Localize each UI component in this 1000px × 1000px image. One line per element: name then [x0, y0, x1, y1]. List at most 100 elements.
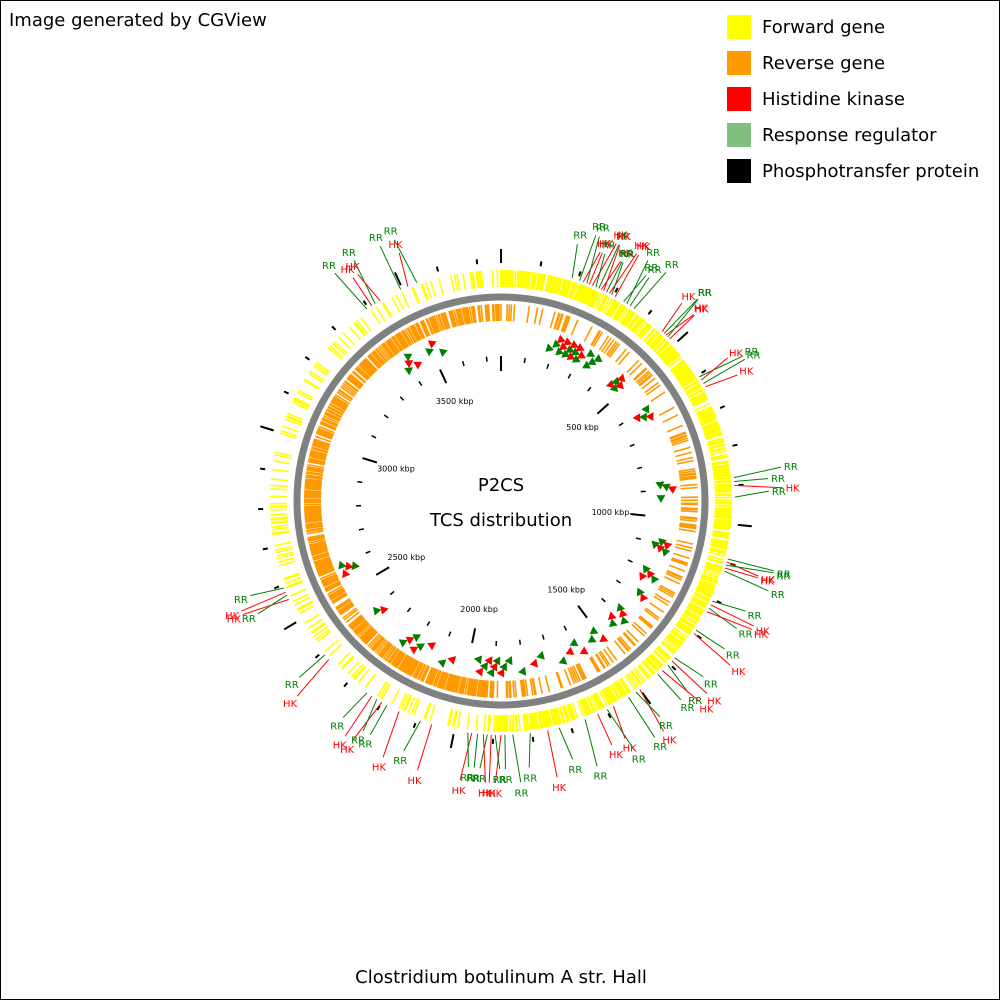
forward-gene — [545, 275, 551, 293]
forward-gene — [656, 647, 670, 660]
hk-callout-label: HK — [225, 611, 240, 622]
forward-gene — [283, 573, 301, 581]
reverse-gene — [458, 676, 465, 694]
inner-tick-mark — [389, 590, 395, 596]
forward-gene — [676, 622, 692, 634]
callout-line — [584, 719, 598, 767]
forward-gene — [702, 421, 719, 430]
reverse-gene — [680, 510, 698, 513]
inner-tick-mark — [399, 396, 405, 401]
reverse-gene — [337, 602, 353, 613]
reverse-gene — [364, 357, 378, 371]
forward-gene — [275, 451, 292, 457]
reverse-gene — [341, 384, 356, 396]
forward-gene — [646, 331, 659, 345]
rr-callout-label: RR — [644, 263, 658, 274]
reverse-gene — [447, 674, 454, 692]
inner-tick-mark — [587, 386, 592, 392]
forward-gene — [707, 557, 724, 564]
forward-gene — [657, 645, 672, 659]
forward-gene — [549, 709, 556, 726]
callout-line — [727, 558, 775, 572]
forward-gene — [704, 431, 722, 438]
hk-marker — [427, 642, 437, 651]
forward-gene — [660, 347, 675, 360]
reverse-gene — [307, 533, 325, 539]
reverse-gene — [429, 316, 437, 334]
reverse-gene — [481, 680, 485, 698]
callout-line — [706, 611, 753, 630]
kbp-label: 2500 kbp — [388, 553, 426, 562]
reverse-gene — [486, 304, 490, 322]
forward-gene — [645, 330, 658, 344]
forward-gene — [683, 611, 699, 622]
tick-mark — [671, 665, 677, 671]
forward-gene — [331, 342, 346, 356]
rr-callout-label: RR — [648, 265, 662, 276]
forward-gene — [613, 682, 625, 698]
forward-gene — [713, 470, 731, 475]
rr-callout-label: RR — [776, 571, 790, 582]
reverse-gene — [472, 679, 477, 697]
reverse-gene — [305, 522, 323, 527]
reverse-gene — [446, 673, 453, 691]
forward-gene — [608, 301, 619, 317]
reverse-gene — [678, 470, 696, 475]
forward-gene — [624, 675, 636, 690]
inner-tick-mark — [357, 480, 363, 484]
forward-gene — [705, 433, 723, 441]
forward-gene — [695, 589, 712, 598]
reverse-gene — [408, 659, 418, 676]
forward-gene — [712, 531, 730, 536]
callout-line — [635, 691, 661, 718]
reverse-gene — [315, 560, 332, 569]
reverse-gene — [613, 640, 626, 655]
reverse-gene — [320, 573, 337, 582]
forward-gene — [671, 361, 686, 373]
reverse-gene — [449, 674, 456, 692]
forward-gene — [689, 392, 706, 402]
reverse-gene — [391, 336, 402, 352]
reverse-gene — [438, 313, 445, 331]
reverse-gene — [478, 679, 483, 697]
reverse-gene — [317, 566, 334, 575]
tick-mark — [260, 467, 266, 471]
kbp-label: 2000 kbp — [460, 605, 498, 614]
callout-line — [712, 600, 746, 612]
reverse-gene — [346, 377, 361, 390]
forward-gene — [650, 335, 664, 349]
hk-callout-label: HK — [786, 483, 801, 494]
forward-gene — [713, 473, 731, 477]
rr-callout-label: RR — [621, 250, 635, 261]
forward-gene — [662, 348, 676, 362]
center-title-p2cs: P2CS — [478, 475, 524, 496]
forward-gene — [456, 274, 461, 292]
forward-gene — [712, 532, 730, 537]
reverse-gene — [444, 673, 451, 691]
forward-gene — [712, 533, 730, 538]
callout-line — [726, 561, 759, 577]
tick-mark — [304, 356, 310, 361]
forward-gene — [483, 714, 487, 732]
tick-mark — [412, 722, 417, 729]
reverse-gene — [318, 568, 335, 577]
forward-gene — [272, 468, 290, 473]
forward-gene — [324, 639, 339, 652]
forward-gene — [699, 578, 717, 587]
reverse-gene — [477, 305, 481, 323]
reverse-gene — [311, 548, 328, 556]
forward-gene — [550, 708, 557, 726]
reverse-gene — [572, 665, 582, 682]
callout-line — [665, 314, 694, 336]
legend-item-forward-gene: Forward gene — [727, 9, 979, 45]
reverse-gene — [322, 576, 339, 586]
forward-gene — [475, 271, 479, 289]
forward-gene — [673, 364, 689, 376]
forward-gene — [479, 270, 483, 288]
reverse-gene — [317, 567, 335, 575]
callout-line — [600, 260, 622, 290]
hk-marker — [529, 658, 539, 668]
forward-gene — [378, 682, 390, 698]
reverse-gene — [575, 664, 584, 681]
